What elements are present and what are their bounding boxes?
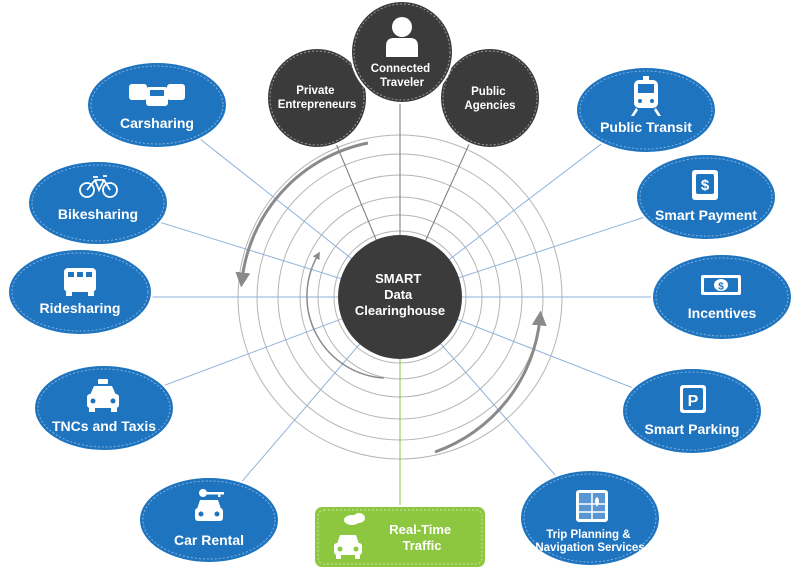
real-time-traffic-box[interactable]: Real-Time Traffic [313,505,487,569]
center-hub[interactable]: SMART Data Clearinghouse [338,235,462,359]
incentives-label: Incentives [688,305,757,321]
tncs-and-taxis-label: TNCs and Taxis [52,418,156,434]
service-incentives[interactable]: $ Incentives [651,253,793,341]
van-icon [64,268,96,296]
train-icon [631,76,661,116]
stakeholder-connected-traveler[interactable]: Connected Traveler [350,0,454,104]
smart-payment-label: Smart Payment [655,207,757,223]
service-trip-planning[interactable]: Trip Planning & Navigation Services [519,469,661,567]
stakeholder-public-agencies[interactable]: Public Agencies [439,47,541,149]
center-label: SMART Data Clearinghouse [355,271,445,318]
dollar-card-icon: $ [692,170,718,200]
cash-icon: $ [701,275,741,295]
service-smart-parking[interactable]: P Smart Parking [621,367,763,455]
person-icon [386,17,418,57]
taxi-icon [87,379,119,412]
service-carsharing[interactable]: Carsharing [86,61,228,149]
public-transit-label: Public Transit [600,119,692,135]
arrow-bottom-right [434,310,547,454]
svg-text:$: $ [701,177,710,194]
svg-text:P: P [688,393,699,410]
trip-planning-label: Trip Planning & Navigation Services [535,529,644,554]
service-car-rental[interactable]: Car Rental [138,476,280,564]
ridesharing-label: Ridesharing [40,300,121,316]
carsharing-label: Carsharing [120,115,194,131]
car-cloud-icon [334,513,365,559]
car-key-icon [195,489,224,521]
connected-traveler-label: Connected Traveler [371,63,434,89]
real-time-traffic-label: Real-Time Traffic [389,522,455,553]
smart-parking-label: Smart Parking [645,421,740,437]
service-ridesharing[interactable]: Ridesharing [7,248,153,336]
parking-icon: P [680,385,706,413]
service-tncs-and-taxis[interactable]: TNCs and Taxis [33,364,175,452]
service-smart-payment[interactable]: $ Smart Payment [635,153,777,241]
arrow-inner [306,251,385,379]
map-icon [576,490,608,522]
svg-text:$: $ [718,282,724,293]
car-rental-label: Car Rental [174,532,244,548]
cars-icon [129,84,185,106]
private-entrepreneurs-label: Private Entrepreneurs [278,85,357,111]
bicycle-icon [79,175,118,198]
public-agencies-label: Public Agencies [464,86,515,112]
stakeholder-private-entrepreneurs[interactable]: Private Entrepreneurs [266,47,368,149]
service-bikesharing[interactable]: Bikesharing [27,160,169,246]
bikesharing-label: Bikesharing [58,206,138,222]
arrow-top-left [235,141,369,288]
service-public-transit[interactable]: Public Transit [575,66,717,154]
flow-arrows [235,141,547,454]
